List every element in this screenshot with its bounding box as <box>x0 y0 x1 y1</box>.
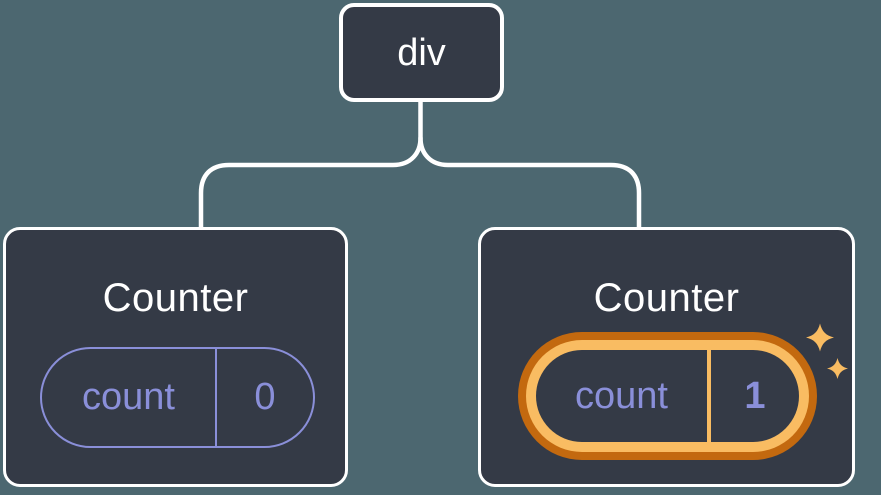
state-key-label: count <box>42 349 217 446</box>
state-value: 0 <box>254 376 276 418</box>
sparkles-icon <box>806 323 834 352</box>
root-node-label: div <box>397 31 446 74</box>
counter-card-right: Counter count 1 <box>478 227 855 487</box>
sparkles-icon <box>827 358 848 379</box>
state-pill-highlight-ring-inner: count 1 <box>526 340 809 452</box>
state-pill-count-1: count 1 <box>536 350 799 442</box>
counter-title: Counter <box>102 276 249 320</box>
root-node-div: div <box>339 3 504 102</box>
counter-title: Counter <box>593 276 740 320</box>
counter-card-left: Counter count 0 <box>3 227 348 487</box>
state-key-label: count <box>536 350 711 442</box>
state-value: 1 <box>744 374 766 417</box>
state-pill-count-0: count 0 <box>40 347 315 448</box>
state-pill-highlight-ring: count 1 <box>518 332 817 460</box>
